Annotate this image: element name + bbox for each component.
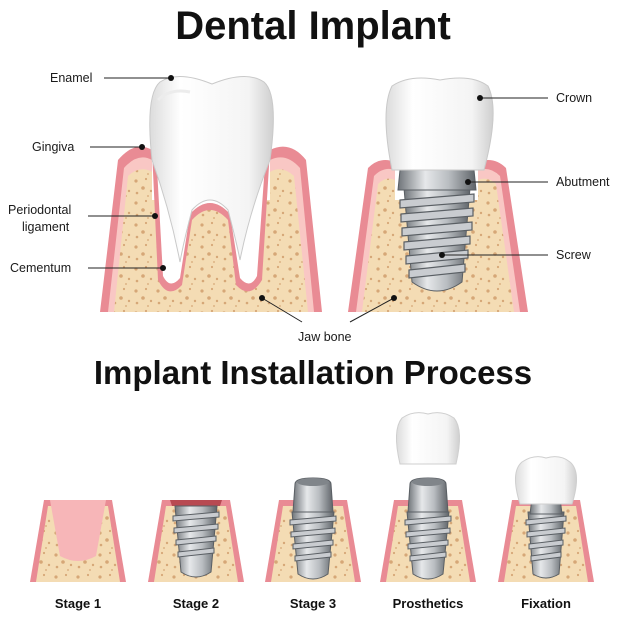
natural-tooth-illustration <box>100 76 322 312</box>
prosthetics-illustration <box>380 412 476 582</box>
label-crown: Crown <box>556 91 592 105</box>
enamel-shape <box>149 76 274 263</box>
label-periodontal-1: Periodontal <box>8 203 71 217</box>
label-abutment: Abutment <box>556 175 610 189</box>
abutment-shape <box>397 169 477 191</box>
label-screw: Screw <box>556 248 592 262</box>
floating-crown <box>396 412 460 465</box>
leader-lines <box>88 75 548 323</box>
stage-3-illustration <box>265 477 361 582</box>
stage-label-3: Stage 3 <box>290 596 336 611</box>
label-cementum: Cementum <box>10 261 71 275</box>
label-periodontal-2: ligament <box>22 220 70 234</box>
label-jaw-bone: Jaw bone <box>298 330 352 344</box>
implant-illustration <box>348 77 528 312</box>
crown-shape <box>385 77 494 171</box>
stage-label-2: Stage 2 <box>173 596 219 611</box>
label-gingiva: Gingiva <box>32 140 74 154</box>
label-enamel: Enamel <box>50 71 92 85</box>
stage-label-prosthetics: Prosthetics <box>393 596 464 611</box>
fixation-illustration <box>498 456 594 582</box>
page-title: Dental Implant <box>175 4 451 48</box>
stage-label-fixation: Fixation <box>521 596 571 611</box>
stage-1-illustration <box>30 500 126 582</box>
process-title: Implant Installation Process <box>93 354 533 391</box>
stage-2-illustration <box>148 500 244 582</box>
stage-label-1: Stage 1 <box>55 596 101 611</box>
